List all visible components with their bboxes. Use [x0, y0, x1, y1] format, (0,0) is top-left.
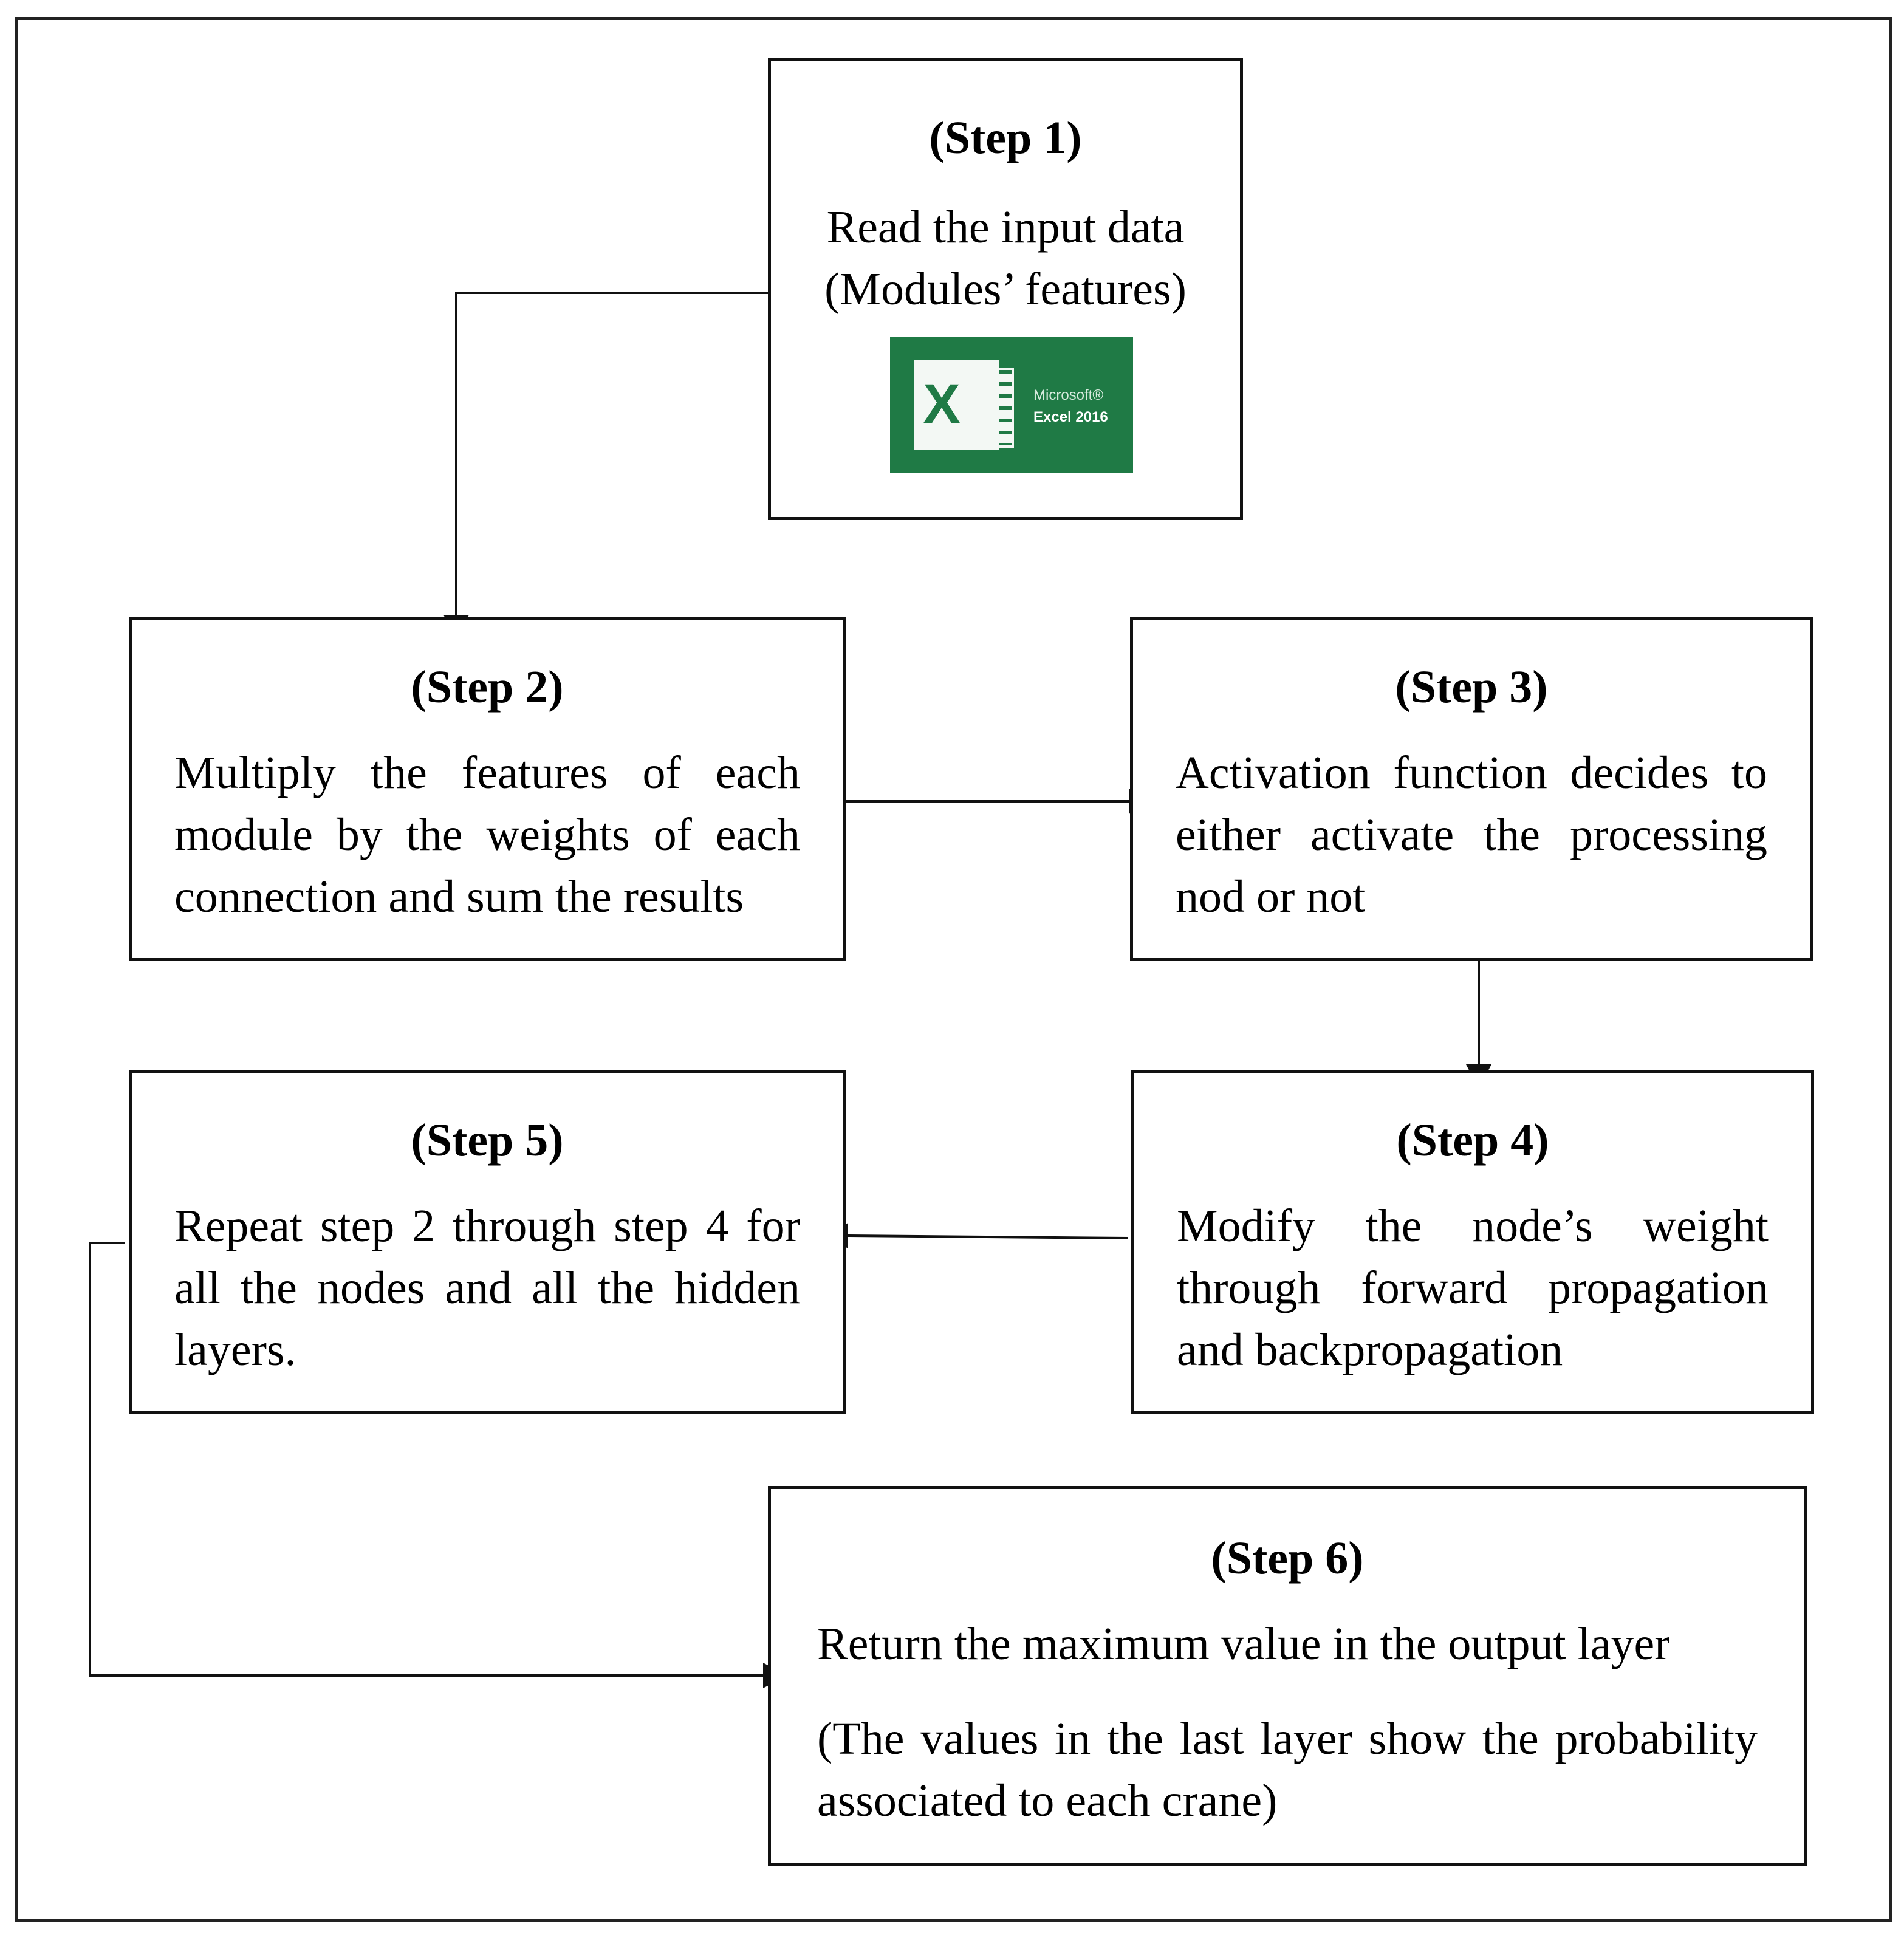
step6-note: (The values in the last layer show the p… [817, 1713, 1758, 1826]
step5-title: (Step 5) [411, 1115, 564, 1166]
step3-box: (Step 3) Activation function decides to … [1130, 617, 1813, 961]
step4-text: Modify the node’s weight through forward… [1177, 1200, 1769, 1375]
diagram-frame [15, 17, 1892, 1922]
step6-box: (Step 6) Return the maximum value in the… [768, 1486, 1807, 1866]
excel-icon: X Microsoft® Excel 2016 [890, 337, 1133, 473]
step4-title: (Step 4) [1396, 1115, 1549, 1166]
step2-text: Multiply the features of each module by … [174, 747, 800, 922]
step6-text: Return the maximum value in the output l… [817, 1618, 1670, 1669]
excel-page-icon [914, 360, 999, 450]
step4-box: (Step 4) Modify the node’s weight throug… [1131, 1070, 1814, 1414]
step1-box: (Step 1) Read the input data (Modules’ f… [768, 58, 1243, 520]
step5-text: Repeat step 2 through step 4 for all the… [174, 1200, 800, 1375]
step1-text-line2: (Modules’ features) [824, 264, 1187, 315]
excel-x-letter: X [923, 373, 961, 435]
excel-brand-line1: Microsoft® [1033, 387, 1104, 403]
step3-text: Activation function decides to either ac… [1176, 747, 1767, 922]
excel-brand-line2: Excel 2016 [1033, 409, 1108, 425]
step1-title: (Step 1) [929, 112, 1082, 163]
step1-text-line1: Read the input data [826, 202, 1185, 253]
step2-box: (Step 2) Multiply the features of each m… [129, 617, 846, 961]
step2-title: (Step 2) [411, 662, 564, 713]
step6-title: (Step 6) [1211, 1533, 1364, 1584]
step5-box: (Step 5) Repeat step 2 through step 4 fo… [129, 1070, 846, 1414]
step3-title: (Step 3) [1395, 662, 1548, 713]
